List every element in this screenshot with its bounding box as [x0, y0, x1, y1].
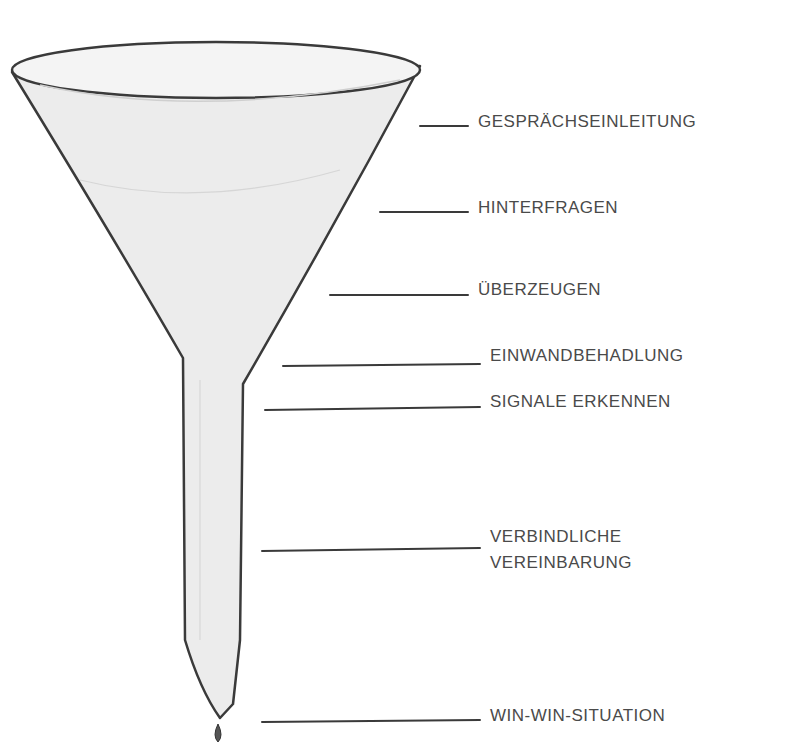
stage-label: HINTERFRAGEN: [478, 195, 618, 221]
stage-label: WIN-WIN-SITUATION: [490, 703, 665, 729]
stage-label: VERBINDLICHE VEREINBARUNG: [490, 524, 665, 576]
leader-lines: [262, 126, 480, 722]
funnel-shading: [40, 80, 400, 101]
leader-line: [380, 211, 468, 213]
drop: [215, 724, 221, 742]
stage-label: EINWANDBEHADLUNG: [490, 343, 683, 369]
leader-line: [330, 294, 468, 296]
stage-label: ÜBERZEUGEN: [478, 277, 601, 303]
funnel-shading: [80, 170, 340, 193]
leader-line: [420, 125, 468, 127]
leader-line: [262, 720, 480, 722]
stage-label: SIGNALE ERKENNEN: [490, 389, 671, 415]
funnel-rim: [12, 42, 420, 98]
funnel-shading: [199, 380, 200, 640]
stage-label: GESPRÄCHSEINLEITUNG: [478, 109, 696, 135]
leader-line: [283, 364, 480, 366]
leader-line: [265, 407, 480, 410]
leader-line: [262, 548, 480, 551]
funnel-body: [12, 66, 420, 718]
